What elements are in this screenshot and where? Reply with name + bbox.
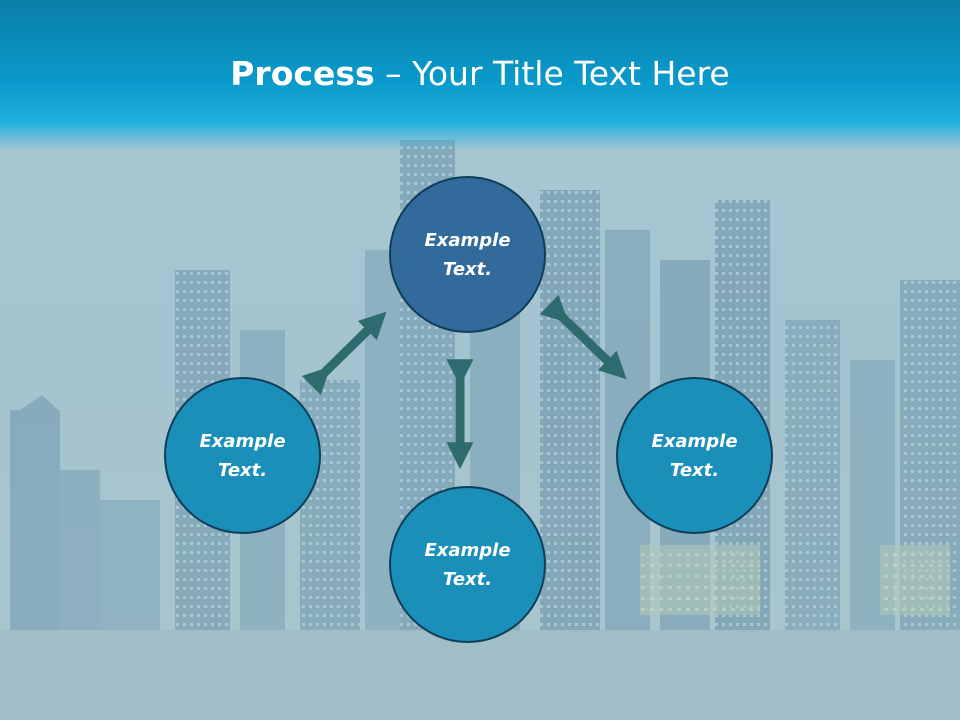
process-node-left: Example Text. <box>164 377 321 534</box>
title-bar: Process – Your Title Text Here <box>0 0 960 150</box>
node-top-label: Example Text. <box>424 229 511 280</box>
process-node-bottom: Example Text. <box>389 486 546 643</box>
node-bottom-label: Example Text. <box>424 539 511 590</box>
double-arrow-top-left <box>301 311 387 396</box>
double-arrow-top-right <box>539 294 627 380</box>
node-left-label: Example Text. <box>199 430 286 481</box>
title-separator: – <box>374 54 413 93</box>
process-node-right: Example Text. <box>616 377 773 534</box>
title-rest: Your Title Text Here <box>412 54 730 93</box>
slide-title: Process – Your Title Text Here <box>0 52 960 96</box>
process-node-top: Example Text. <box>389 176 546 333</box>
title-bold-part: Process <box>230 54 375 93</box>
node-right-label: Example Text. <box>651 430 738 481</box>
